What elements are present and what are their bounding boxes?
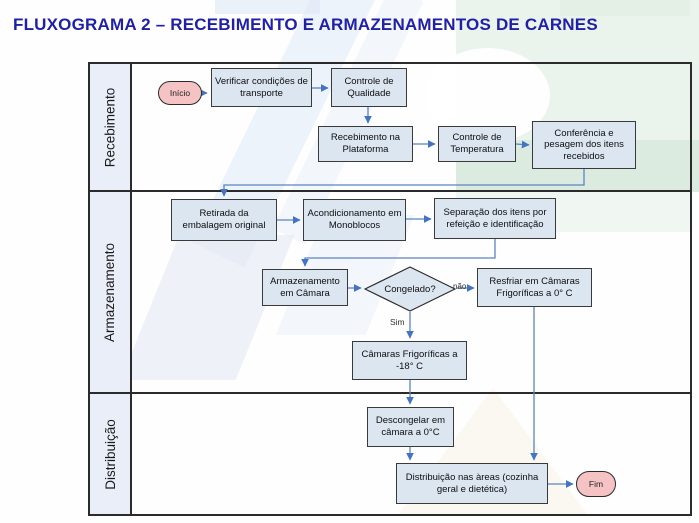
- flow-step-verificar-condicoes-transporte: Verificar condições de transporte: [211, 68, 312, 107]
- branch-label-nao: não: [453, 282, 467, 291]
- node-label: Retirada da embalagem original: [182, 208, 266, 231]
- lane-label: Recebimento: [102, 87, 118, 167]
- node-label: Conferência e pesagem dos itens recebido…: [544, 127, 624, 162]
- flow-step-acondicionamento-monoblocos: Acondicionamento em Monoblocos: [303, 199, 406, 241]
- node-label: Distribuição nas àreas (cozinha geral e …: [405, 471, 539, 495]
- node-label: Câmaras Frigoríficas a -18° C: [361, 348, 458, 372]
- node-label: Verificar condições de transporte: [215, 75, 308, 99]
- flow-step-distribuicao-areas: Distribuição nas àreas (cozinha geral e …: [396, 463, 548, 504]
- decision-congelado: Congelado?: [364, 266, 456, 312]
- node-label: Controle de Qualidade: [344, 75, 394, 99]
- node-label: Controle de Temperatura: [450, 132, 504, 155]
- node-label: Início: [169, 87, 191, 98]
- node-label: Congelado?: [384, 283, 436, 295]
- page-title: FLUXOGRAMA 2 – RECEBIMENTO E ARMAZENAMEN…: [13, 15, 598, 34]
- lane-label: Distribuição: [102, 418, 118, 490]
- node-label: Separação dos itens por refeição e ident…: [443, 206, 547, 230]
- flow-step-camaras-frigorificas-18c: Câmaras Frigoríficas a -18° C: [352, 341, 467, 380]
- flow-step-recebimento-plataforma: Recebimento na Plataforma: [318, 126, 413, 162]
- watermark-stripe-green-top: [560, 0, 690, 16]
- lane-header-recebimento: Recebimento: [90, 64, 132, 190]
- node-label: Descongelar em câmara a 0°C: [375, 415, 446, 438]
- flow-step-conferencia-pesagem: Conferência e pesagem dos itens recebido…: [532, 121, 636, 169]
- flow-step-controle-qualidade: Controle de Qualidade: [331, 68, 407, 107]
- flow-step-descongelar-camara-0c: Descongelar em câmara a 0°C: [367, 407, 454, 447]
- lane-header-armazenamento: Armazenamento: [90, 192, 132, 392]
- lane-armazenamento: Armazenamento: [90, 192, 690, 394]
- lane-header-distribuicao: Distribuição: [90, 394, 132, 514]
- start-terminal-inicio: Início: [158, 81, 202, 105]
- flow-step-armazenamento-camara: Armazenamento em Câmara: [262, 269, 348, 306]
- flow-step-separacao-itens: Separação dos itens por refeição e ident…: [434, 198, 556, 239]
- node-label: Resfriar em Câmaras Frigoríficas a 0° C: [489, 275, 580, 299]
- node-label: Armazenamento em Câmara: [270, 275, 340, 299]
- node-label: Acondicionamento em Monoblocos: [307, 208, 402, 231]
- node-label: Recebimento na Plataforma: [330, 132, 401, 155]
- node-label: Fim: [588, 478, 604, 489]
- watermark-stripe-blue-top: [215, 0, 320, 14]
- flow-step-retirada-embalagem: Retirada da embalagem original: [171, 199, 277, 241]
- lane-distribuicao: Distribuição: [90, 394, 690, 514]
- flow-step-resfriar-camaras-0c: Resfriar em Câmaras Frigoríficas a 0° C: [477, 268, 592, 307]
- lane-label: Armazenamento: [102, 242, 118, 342]
- flow-step-controle-temperatura: Controle de Temperatura: [438, 126, 516, 162]
- branch-label-sim: Sim: [390, 317, 405, 327]
- end-terminal-fim: Fim: [576, 471, 616, 497]
